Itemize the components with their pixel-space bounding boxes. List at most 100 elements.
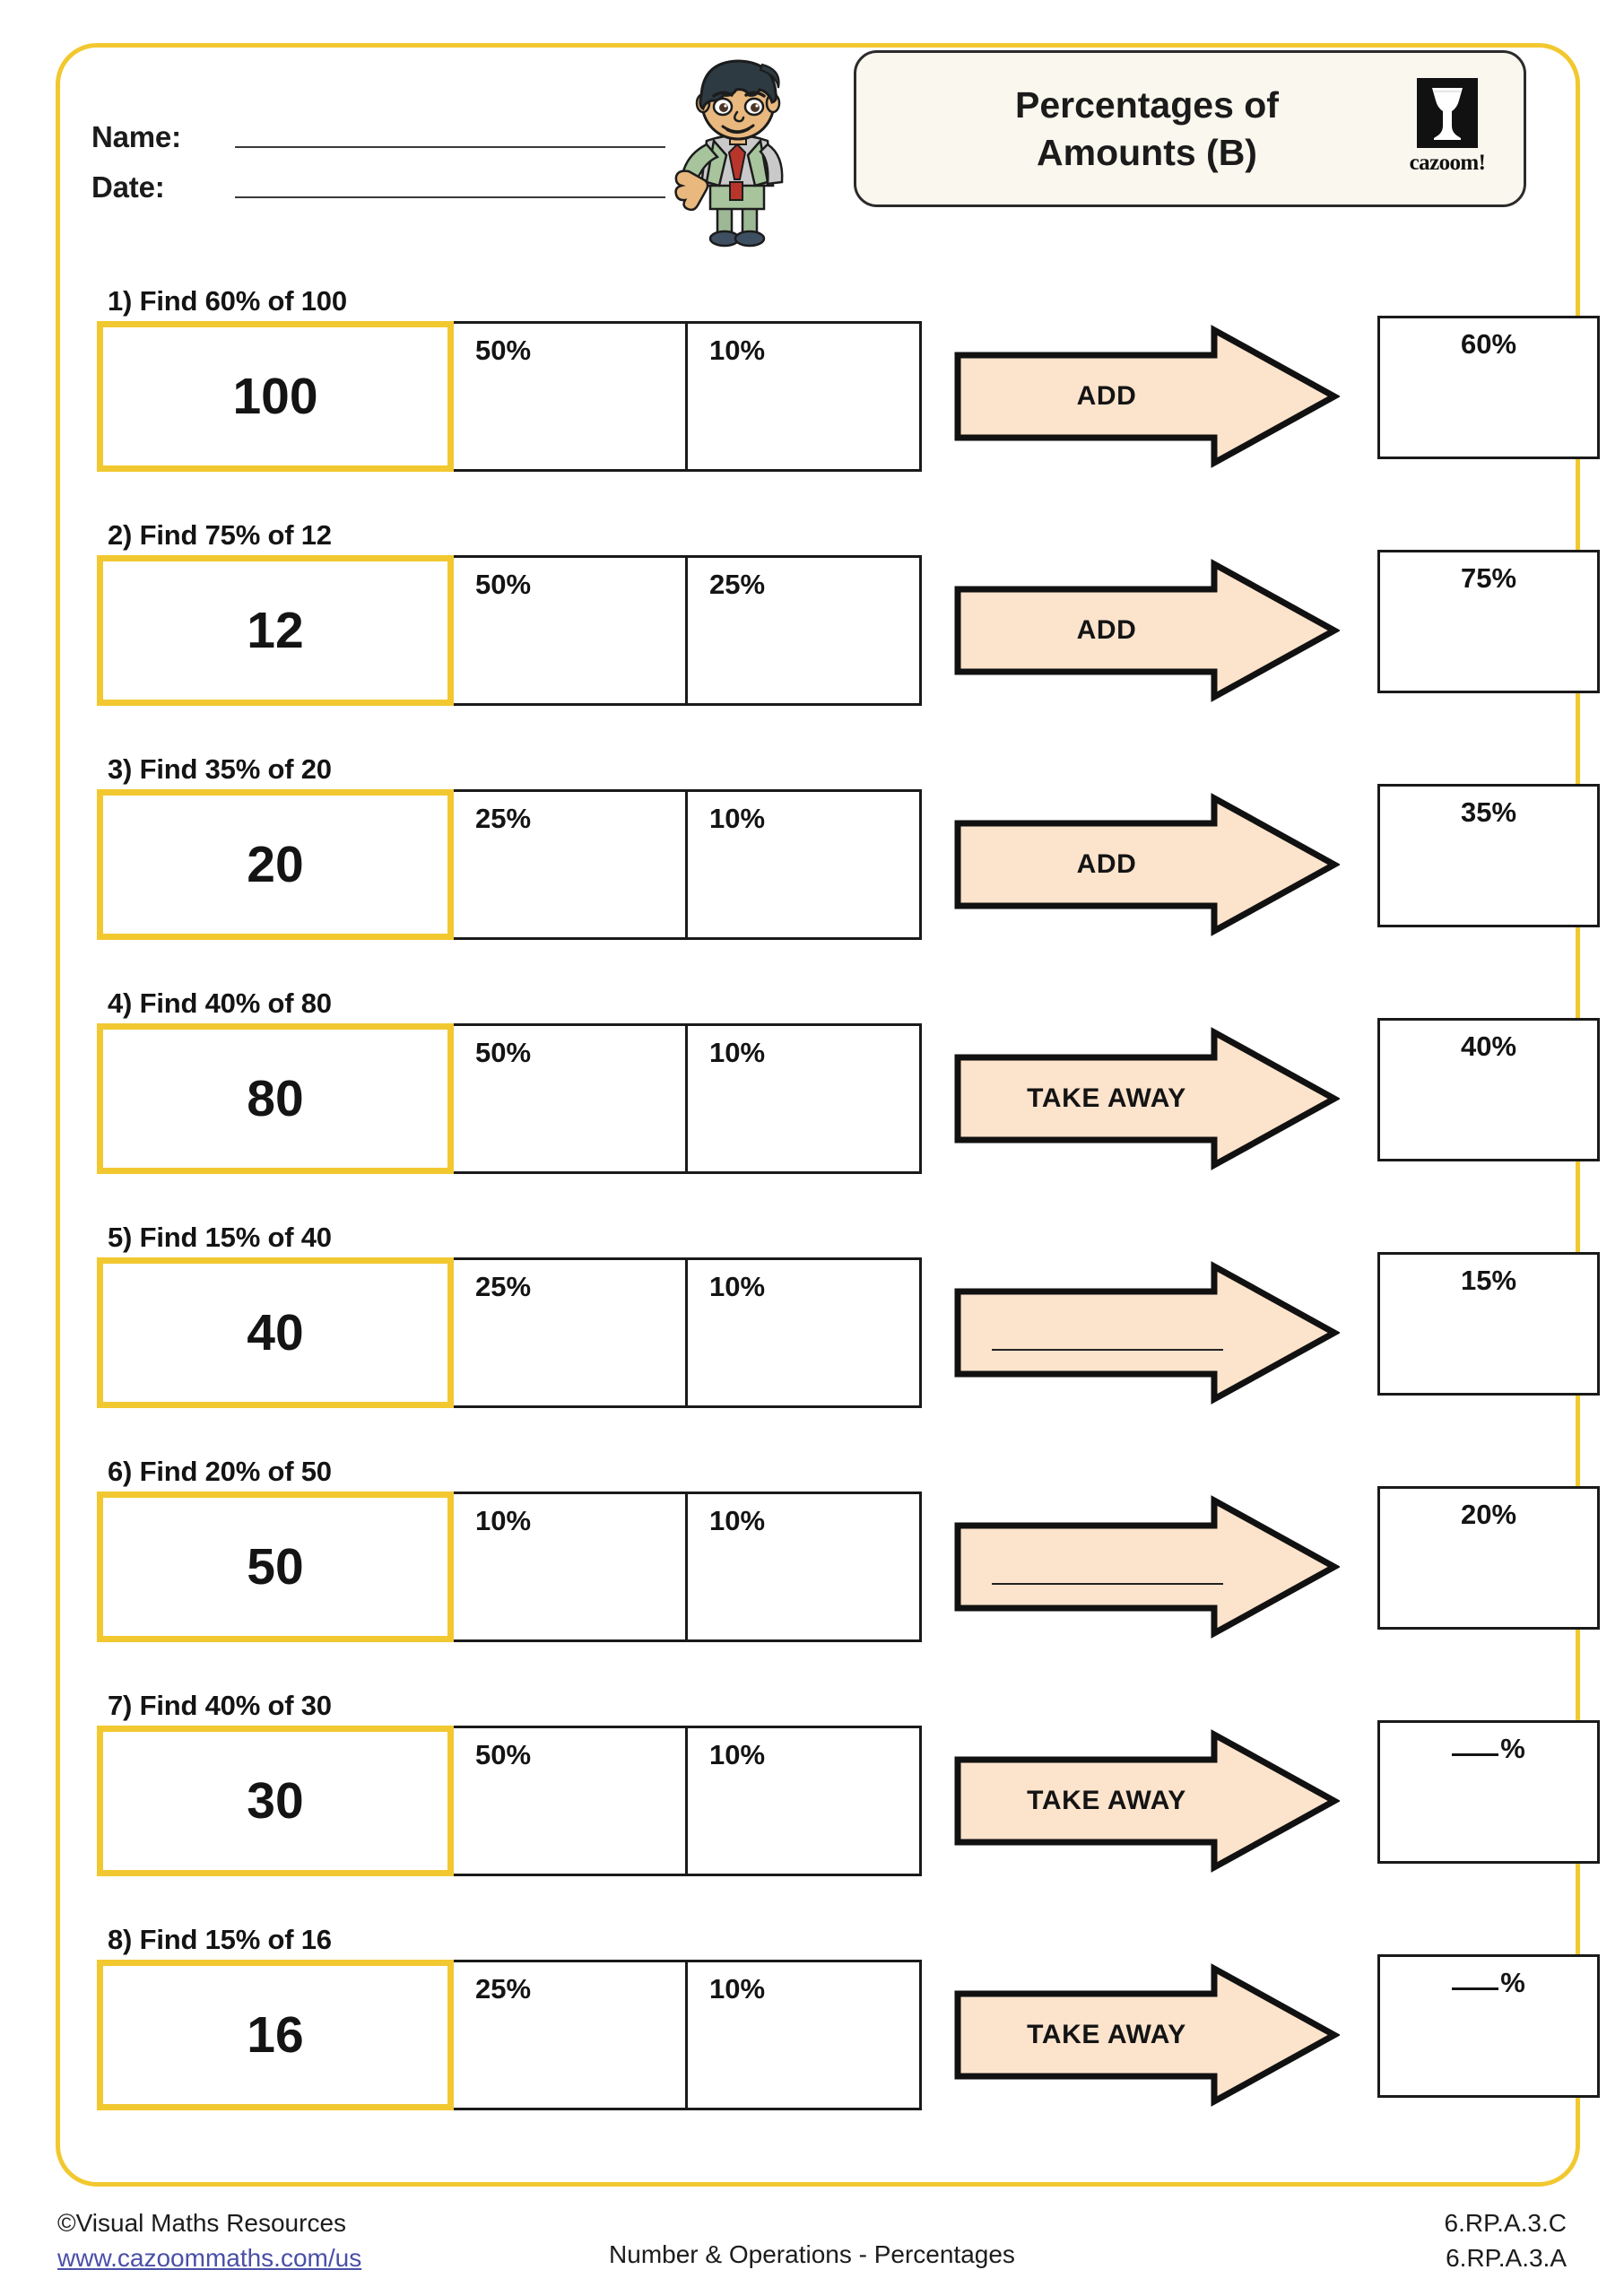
operation-label: TAKE AWAY bbox=[1027, 1786, 1186, 1815]
amount-cell: 100 bbox=[97, 321, 454, 472]
percent-cell-2[interactable]: 10% bbox=[688, 1492, 922, 1642]
answer-box[interactable]: 35% bbox=[1377, 784, 1600, 927]
percent-cell-2[interactable]: 10% bbox=[688, 321, 922, 472]
footer-credits: ©Visual Maths Resources www.cazoommaths.… bbox=[57, 2206, 361, 2275]
worksheet-title-card: Percentages of Amounts (B) cazoom! bbox=[854, 50, 1526, 207]
questions-list: 1) Find 60% of 100 100 50% 10% ADD 60% 2) Find… bbox=[56, 285, 1600, 2158]
answer-percent-label: 60% bbox=[1460, 328, 1517, 360]
percent-strip: 100 50% 10% bbox=[97, 321, 922, 472]
amount-cell: 40 bbox=[97, 1257, 454, 1408]
date-input-line[interactable] bbox=[235, 196, 665, 198]
percent-cell-2[interactable]: 10% bbox=[688, 1257, 922, 1408]
operation-arrow bbox=[954, 1495, 1340, 1639]
operation-arrow: TAKE AWAY bbox=[954, 1963, 1340, 2107]
percent-label-2: 10% bbox=[709, 1037, 766, 1068]
title-line-1: Percentages of bbox=[1015, 84, 1279, 126]
percent-label-1: 50% bbox=[475, 569, 532, 600]
standard-code-2: 6.RP.A.3.A bbox=[1446, 2243, 1567, 2272]
copyright-text: ©Visual Maths Resources bbox=[57, 2209, 347, 2237]
operation-label bbox=[954, 1261, 1259, 1405]
percent-cell-1[interactable]: 50% bbox=[454, 1726, 688, 1876]
operation-arrow bbox=[954, 1261, 1340, 1405]
amount-value: 100 bbox=[232, 368, 318, 425]
cazoom-logo: cazoom! bbox=[1394, 78, 1500, 186]
answer-percent-label: 15% bbox=[1460, 1265, 1517, 1296]
standards-codes: 6.RP.A.3.C 6.RP.A.3.A bbox=[1445, 2206, 1567, 2275]
topic-label: Number & Operations - Percentages bbox=[609, 2240, 1015, 2268]
percent-label-2: 10% bbox=[709, 803, 766, 834]
amount-cell: 20 bbox=[97, 789, 454, 940]
percent-cell-2[interactable]: 10% bbox=[688, 1023, 922, 1174]
answer-underline bbox=[1452, 1972, 1499, 1990]
question-prompt: 6) Find 20% of 50 bbox=[108, 1456, 332, 1487]
answer-box[interactable]: 75% bbox=[1377, 550, 1600, 693]
percent-label-1: 50% bbox=[475, 1037, 532, 1068]
percent-label-2: 10% bbox=[709, 1271, 766, 1302]
name-input-line[interactable] bbox=[235, 146, 665, 148]
amount-value: 80 bbox=[247, 1070, 304, 1127]
percent-cell-1[interactable]: 50% bbox=[454, 555, 688, 706]
answer-box[interactable]: 60% bbox=[1377, 316, 1600, 459]
percent-strip: 40 25% 10% bbox=[97, 1257, 922, 1408]
question-row: 1) Find 60% of 100 100 50% 10% ADD 60% bbox=[56, 285, 1600, 519]
percent-cell-2[interactable]: 25% bbox=[688, 555, 922, 706]
answer-percent-label: 20% bbox=[1460, 1499, 1517, 1530]
question-prompt: 5) Find 15% of 40 bbox=[108, 1222, 332, 1253]
operation-label: TAKE AWAY bbox=[1027, 1083, 1186, 1113]
question-prompt: 3) Find 35% of 20 bbox=[108, 753, 332, 785]
amount-value: 12 bbox=[247, 602, 304, 659]
percent-strip: 20 25% 10% bbox=[97, 789, 922, 940]
operation-arrow: TAKE AWAY bbox=[954, 1027, 1340, 1170]
answer-placeholder: % bbox=[1380, 1733, 1597, 1765]
question-prompt: 7) Find 40% of 30 bbox=[108, 1690, 332, 1721]
answer-box[interactable]: 20% bbox=[1377, 1486, 1600, 1630]
percent-cell-1[interactable]: 25% bbox=[454, 789, 688, 940]
percent-cell-2[interactable]: 10% bbox=[688, 789, 922, 940]
percent-label-1: 25% bbox=[475, 1973, 532, 2005]
question-prompt: 2) Find 75% of 12 bbox=[108, 519, 332, 551]
percent-cell-2[interactable]: 10% bbox=[688, 1726, 922, 1876]
answer-percent-label: 75% bbox=[1460, 562, 1517, 594]
question-prompt: 8) Find 15% of 16 bbox=[108, 1924, 332, 1955]
date-field-row: Date: bbox=[91, 154, 665, 204]
answer-box[interactable]: % bbox=[1377, 1720, 1600, 1864]
answer-box[interactable]: % bbox=[1377, 1954, 1600, 2098]
percent-strip: 80 50% 10% bbox=[97, 1023, 922, 1174]
answer-box[interactable]: 15% bbox=[1377, 1252, 1600, 1396]
question-row: 3) Find 35% of 20 20 25% 10% ADD 35% bbox=[56, 753, 1600, 987]
percent-label-1: 25% bbox=[475, 1271, 532, 1302]
percent-label-2: 10% bbox=[709, 1505, 766, 1536]
operation-label: ADD bbox=[1076, 381, 1137, 411]
amount-value: 30 bbox=[247, 1772, 304, 1830]
question-row: 5) Find 15% of 40 40 25% 10% 15% bbox=[56, 1222, 1600, 1456]
operation-arrow: TAKE AWAY bbox=[954, 1729, 1340, 1873]
website-link[interactable]: www.cazoommaths.com/us bbox=[57, 2243, 362, 2272]
operation-blank-line[interactable] bbox=[992, 1583, 1223, 1585]
question-prompt: 1) Find 60% of 100 bbox=[108, 285, 347, 317]
standard-code-1: 6.RP.A.3.C bbox=[1444, 2209, 1567, 2237]
percent-cell-1[interactable]: 10% bbox=[454, 1492, 688, 1642]
operation-blank-line[interactable] bbox=[992, 1349, 1223, 1351]
percent-label-1: 25% bbox=[475, 803, 532, 834]
name-field-row: Name: bbox=[91, 104, 665, 154]
answer-percent-label: 35% bbox=[1460, 796, 1517, 828]
percent-cell-1[interactable]: 25% bbox=[454, 1960, 688, 2110]
percent-cell-1[interactable]: 50% bbox=[454, 1023, 688, 1174]
percent-cell-1[interactable]: 50% bbox=[454, 321, 688, 472]
percent-label-1: 50% bbox=[475, 1739, 532, 1770]
operation-label: ADD bbox=[1076, 849, 1137, 879]
answer-box[interactable]: 40% bbox=[1377, 1018, 1600, 1161]
percent-cell-1[interactable]: 25% bbox=[454, 1257, 688, 1408]
logo-wordmark: cazoom! bbox=[1409, 151, 1486, 175]
percent-cell-2[interactable]: 10% bbox=[688, 1960, 922, 2110]
operation-label: ADD bbox=[1076, 615, 1137, 645]
percent-label-1: 50% bbox=[475, 335, 532, 366]
amount-cell: 50 bbox=[97, 1492, 454, 1642]
amount-cell: 30 bbox=[97, 1726, 454, 1876]
